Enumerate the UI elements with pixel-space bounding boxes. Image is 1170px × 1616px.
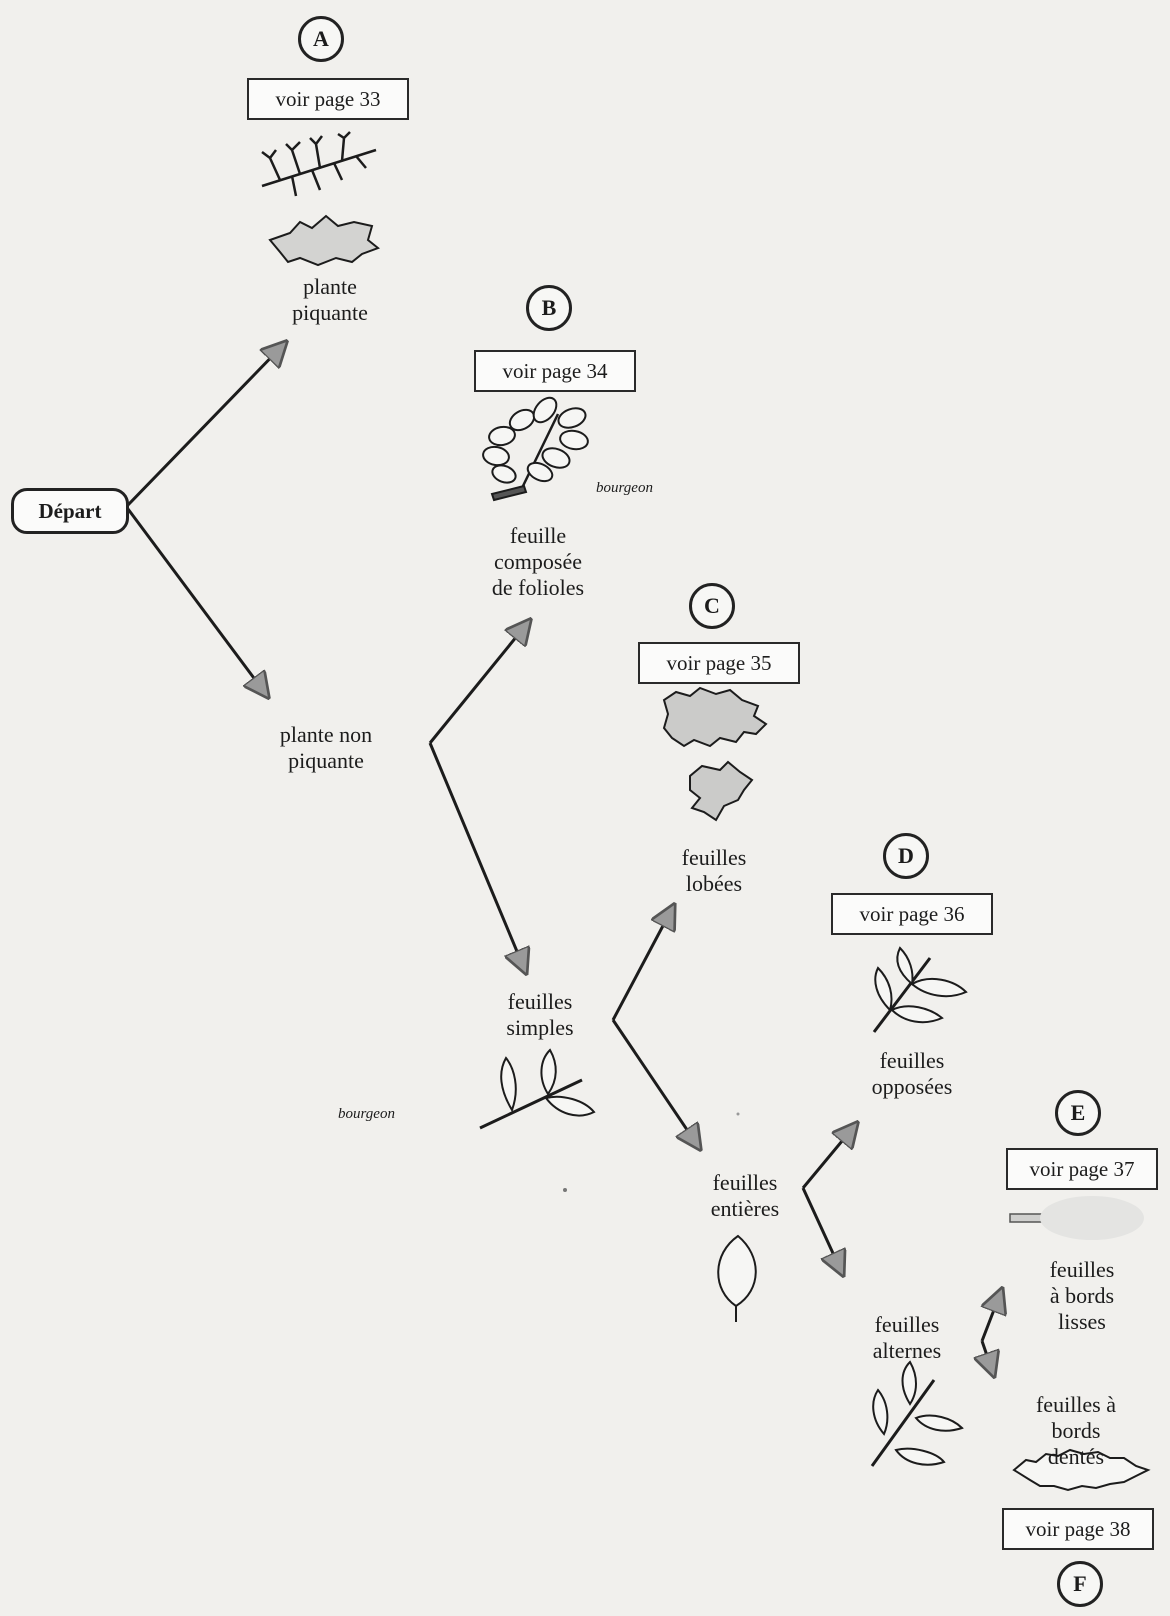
smooth-edge-leaf-icon: [1009, 1196, 1144, 1240]
start-node: Départ: [11, 488, 129, 534]
node-e-label: feuilles à bords lisses: [1049, 1257, 1115, 1334]
node-d-label: feuilles opposées: [871, 1048, 953, 1099]
alternate-leaves-icon: [870, 1360, 964, 1467]
paper-speck: [563, 1188, 567, 1192]
arrow-to-alternate: [801, 1187, 843, 1275]
node-b-badge: B: [526, 285, 572, 331]
node-c-label: feuilles lobées: [681, 845, 747, 896]
node-f-label: feuilles à bords dentés: [1035, 1392, 1117, 1469]
node-b-bud-label: bourgeon: [596, 480, 653, 496]
toothed-leaf-icon: [1012, 1448, 1151, 1492]
node-c-page-ref: voir page 35: [638, 642, 800, 684]
arrow-to-non-spiny: [126, 508, 268, 697]
node-b-label: feuille composée de folioles: [491, 523, 585, 600]
node-e-page-ref: voir page 37: [1006, 1148, 1158, 1190]
paper-speck: [736, 1112, 740, 1116]
arrow-to-A: [126, 342, 286, 507]
arrow-to-F: [982, 1340, 994, 1376]
spiny-twig-icon: [261, 131, 377, 197]
arrow-to-E: [980, 1289, 1002, 1342]
node-e-badge: E: [1055, 1090, 1101, 1136]
node-c-badge: C: [689, 583, 735, 629]
compound-leaf-icon: [482, 396, 589, 502]
arrow-to-C: [611, 905, 674, 1021]
non-spiny-label: plante non piquante: [279, 722, 373, 773]
node-a-badge: A: [298, 16, 344, 62]
lobed-leaf-small-icon: [689, 760, 754, 822]
node-a-label: plante piquante: [292, 274, 368, 325]
arrow-to-D: [801, 1123, 857, 1189]
alternate-leaves-label: feuilles alternes: [872, 1312, 942, 1363]
node-f-badge: F: [1057, 1561, 1103, 1607]
node-d-page-ref: voir page 36: [831, 893, 993, 935]
lobed-leaf-icon: [662, 686, 768, 748]
node-d-badge: D: [883, 833, 929, 879]
arrow-to-simple: [428, 742, 526, 973]
node-f-page-ref: voir page 38: [1002, 1508, 1154, 1550]
simple-leaves-label: feuilles simples: [506, 989, 574, 1040]
simple-bud-label: bourgeon: [338, 1106, 395, 1122]
simple-leaf-twig-icon: [479, 1048, 596, 1130]
holly-leaf-icon: [268, 214, 380, 267]
node-a-page-ref: voir page 33: [247, 78, 409, 120]
opposite-leaves-icon: [872, 946, 968, 1033]
arrow-to-B: [428, 620, 530, 744]
node-b-page-ref: voir page 34: [474, 350, 636, 392]
entire-leaves-label: feuilles entières: [710, 1170, 780, 1221]
arrow-to-entire: [611, 1019, 700, 1149]
entire-leaf-icon: [717, 1234, 757, 1322]
